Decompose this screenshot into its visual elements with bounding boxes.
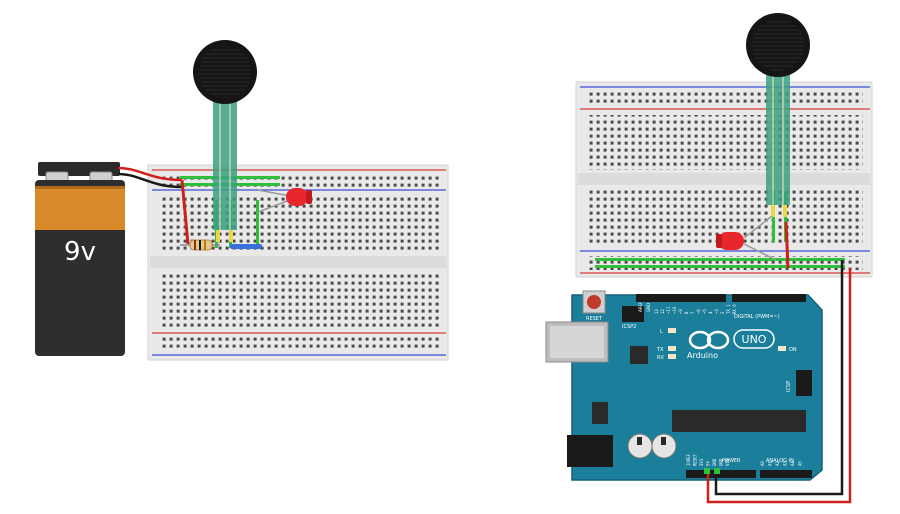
power-pin-label: 3V3	[699, 458, 704, 466]
led-right	[716, 215, 777, 261]
model-label: UNO	[742, 333, 767, 346]
l-label: L	[660, 329, 663, 335]
resistor	[180, 239, 220, 251]
digital-pin-label: 2	[720, 311, 725, 314]
digital-label: DIGITAL (PWM=~)	[734, 314, 780, 320]
digital-pin-label: 12	[660, 309, 665, 314]
force-sensor-right	[746, 13, 810, 217]
battery-black-lead	[117, 172, 183, 189]
power-pin-label: IOREF	[686, 453, 691, 466]
analog-pin-label: A2	[775, 461, 780, 466]
digital-pin-label: ~9	[678, 309, 683, 314]
power-pin-label: GND	[712, 458, 717, 466]
5v-wire	[706, 268, 852, 504]
battery-9v: 9v	[35, 162, 125, 356]
5v-pin-marker	[704, 468, 710, 474]
power-pin-label: 5V	[706, 461, 711, 466]
blue-jumper	[230, 244, 262, 249]
force-sensor-left	[193, 40, 257, 242]
battery-label: 9v	[64, 237, 96, 267]
led-left	[257, 188, 312, 213]
icsp2-label: ICSP2	[622, 324, 636, 330]
digital-pin-label: TX 1	[726, 304, 731, 314]
left-red-jumper	[180, 179, 190, 245]
rx-label: RX	[657, 355, 664, 361]
arduino-uno	[545, 290, 823, 481]
icsp-label: ICSP	[786, 381, 792, 392]
on-label: ON	[789, 347, 797, 353]
digital-pin-label: ~6	[696, 309, 701, 314]
power-pin-label: RESET	[693, 453, 698, 466]
reset-label: RESET	[586, 316, 603, 322]
digital-pin-label: RX 0	[732, 304, 737, 314]
gnd-top-label: GND	[646, 303, 651, 312]
digital-pin-label: 4	[708, 311, 713, 314]
digital-pin-label: ~11	[666, 306, 671, 314]
digital-pin-label: 7	[690, 311, 695, 314]
tx-label: TX	[656, 347, 664, 353]
digital-pin-label: 8	[684, 311, 689, 314]
analog-pin-label: A3	[783, 461, 788, 466]
analog-pin-label: A1	[768, 461, 773, 466]
gnd-pin-marker	[714, 468, 720, 474]
battery-red-lead	[117, 166, 183, 182]
arduino-labels: RESET ICSP2 ICSP L TX RX ON Arduino UNO …	[586, 301, 797, 464]
digital-pin-label: ~3	[714, 309, 719, 314]
aref-label: AREF	[638, 301, 643, 312]
analog-pin-label: A5	[798, 461, 803, 466]
power-label: POWER	[722, 458, 741, 464]
analog-pin-label: A0	[760, 461, 765, 466]
analog-label: ANALOG IN	[766, 458, 794, 464]
digital-pin-label: ~5	[702, 309, 707, 314]
power-pin-label: VIN	[725, 458, 730, 466]
brand-label: Arduino	[687, 351, 718, 360]
power-pin-label: GND	[719, 458, 724, 466]
digital-pin-label: ~10	[672, 306, 677, 314]
digital-pin-label: 13	[654, 309, 659, 314]
right-red-jumper	[784, 221, 790, 269]
gnd-wire	[714, 260, 844, 496]
analog-pin-label: A4	[790, 461, 795, 466]
